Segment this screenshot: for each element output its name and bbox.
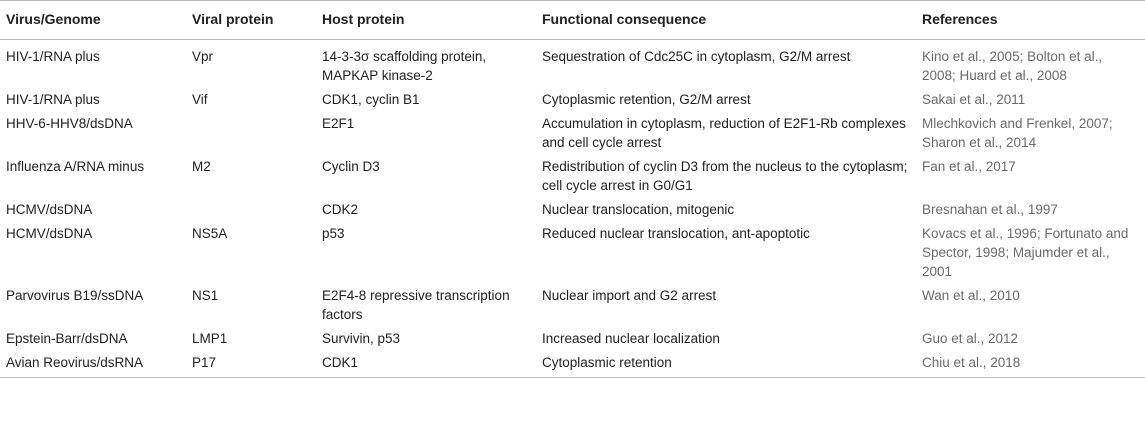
cell-viral-protein: Vif — [192, 92, 208, 107]
table-row: Parvovirus B19/ssDNA NS1 E2F4-8 repressi… — [0, 282, 1145, 325]
cell-viral-protein — [186, 196, 316, 220]
cell-viral-protein — [186, 110, 316, 153]
cell-references: Mlechkovich and Frenkel, 2007; Sharon et… — [922, 116, 1113, 150]
table-row: HIV-1/RNA plus Vpr 14-3-3σ scaffolding p… — [0, 40, 1145, 87]
header-virus-genome: Virus/Genome — [0, 0, 186, 40]
header-references: References — [916, 0, 1145, 40]
cell-virus-genome: Epstein-Barr/dsDNA — [6, 331, 128, 346]
cell-virus-genome: HHV-6-HHV8/dsDNA — [6, 116, 133, 131]
cell-viral-protein: P17 — [186, 349, 316, 378]
cell-viral-protein: M2 — [192, 159, 211, 174]
cell-functional-consequence: Redistribution of cyclin D3 from the nuc… — [542, 159, 908, 193]
cell-functional-consequence: Reduced nuclear translocation, ant-apopt… — [542, 226, 810, 241]
cell-host-protein: CDK1, cyclin B1 — [322, 92, 420, 107]
cell-virus-genome: HCMV/dsDNA — [6, 226, 93, 241]
header-functional-consequence: Functional consequence — [536, 0, 916, 40]
table-row: Influenza A/RNA minus M2 Cyclin D3 Redis… — [0, 153, 1145, 196]
cell-virus-genome: HIV-1/RNA plus — [6, 92, 100, 107]
table-body: HIV-1/RNA plus Vpr 14-3-3σ scaffolding p… — [0, 40, 1145, 378]
cell-viral-protein: LMP1 — [192, 331, 228, 346]
cell-virus-genome: Parvovirus B19/ssDNA — [6, 288, 144, 303]
cell-references: Wan et al., 2010 — [922, 288, 1020, 303]
cell-host-protein: p53 — [322, 226, 345, 241]
cell-host-protein: 14-3-3σ scaffolding protein, MAPKAP kina… — [322, 49, 487, 83]
cell-references: Kino et al., 2005; Bolton et al., 2008; … — [922, 49, 1103, 83]
cell-virus-genome: HIV-1/RNA plus — [6, 49, 100, 64]
table-row: Avian Reovirus/dsRNA P17 CDK1 Cytoplasmi… — [0, 349, 1145, 378]
cell-host-protein: E2F1 — [322, 116, 355, 131]
cell-functional-consequence: Cytoplasmic retention, G2/M arrest — [542, 92, 751, 107]
cell-functional-consequence: Increased nuclear localization — [542, 331, 720, 346]
cell-viral-protein: Vpr — [192, 49, 214, 64]
cell-functional-consequence: Nuclear translocation, mitogenic — [542, 202, 735, 217]
table-row: Epstein-Barr/dsDNA LMP1 Survivin, p53 In… — [0, 325, 1145, 349]
cell-references: Kovacs et al., 1996; Fortunato and Spect… — [922, 226, 1129, 279]
table-row: HHV-6-HHV8/dsDNA E2F1 Accumulation in cy… — [0, 110, 1145, 153]
cell-host-protein: Cyclin D3 — [322, 159, 380, 174]
table-row: HCMV/dsDNA NS5A p53 Reduced nuclear tran… — [0, 220, 1145, 282]
cell-references: Fan et al., 2017 — [922, 159, 1016, 174]
header-viral-protein: Viral protein — [186, 0, 316, 40]
cell-virus-genome: HCMV/dsDNA — [6, 202, 93, 217]
cell-functional-consequence: Nuclear import and G2 arrest — [542, 288, 717, 303]
cell-viral-protein: NS1 — [192, 288, 219, 303]
cell-references: Guo et al., 2012 — [922, 331, 1019, 346]
cell-host-protein: Survivin, p53 — [322, 331, 401, 346]
cell-functional-consequence: Accumulation in cytoplasm, reduction of … — [542, 116, 906, 150]
data-table: Virus/Genome Viral protein Host protein … — [0, 0, 1145, 378]
cell-host-protein: CDK2 — [322, 202, 359, 217]
cell-virus-genome: Avian Reovirus/dsRNA — [0, 349, 186, 378]
table-header: Virus/Genome Viral protein Host protein … — [0, 0, 1145, 40]
cell-functional-consequence: Sequestration of Cdc25C in cytoplasm, G2… — [542, 49, 851, 64]
table-row: HCMV/dsDNA CDK2 Nuclear translocation, m… — [0, 196, 1145, 220]
cell-virus-genome: Influenza A/RNA minus — [6, 159, 145, 174]
cell-references: Bresnahan et al., 1997 — [922, 202, 1058, 217]
cell-references: Sakai et al., 2011 — [922, 92, 1026, 107]
table-row: HIV-1/RNA plus Vif CDK1, cyclin B1 Cytop… — [0, 86, 1145, 110]
cell-viral-protein: NS5A — [192, 226, 228, 241]
header-row: Virus/Genome Viral protein Host protein … — [0, 0, 1145, 40]
cell-references: Chiu et al., 2018 — [916, 349, 1145, 378]
cell-functional-consequence: Cytoplasmic retention — [536, 349, 916, 378]
header-host-protein: Host protein — [316, 0, 536, 40]
cell-host-protein: CDK1 — [316, 349, 536, 378]
cell-host-protein: E2F4-8 repressive transcription factors — [322, 288, 510, 322]
